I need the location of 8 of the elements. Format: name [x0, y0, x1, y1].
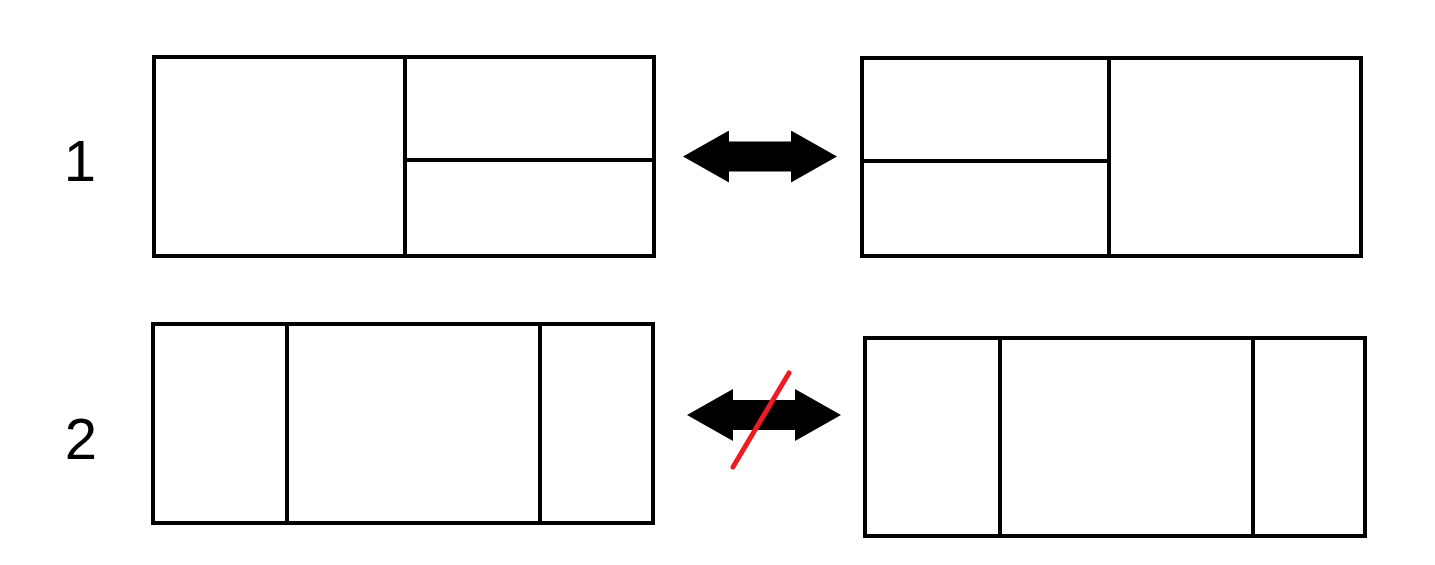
- double-arrow: [687, 389, 841, 441]
- layout-frame: [152, 55, 656, 258]
- layout-frame: [863, 336, 1367, 538]
- double-arrow: [683, 130, 837, 183]
- layout-frame: [860, 56, 1363, 258]
- row-number: 2: [64, 410, 98, 468]
- layout-frame: [151, 322, 655, 525]
- row-number: 1: [63, 132, 97, 190]
